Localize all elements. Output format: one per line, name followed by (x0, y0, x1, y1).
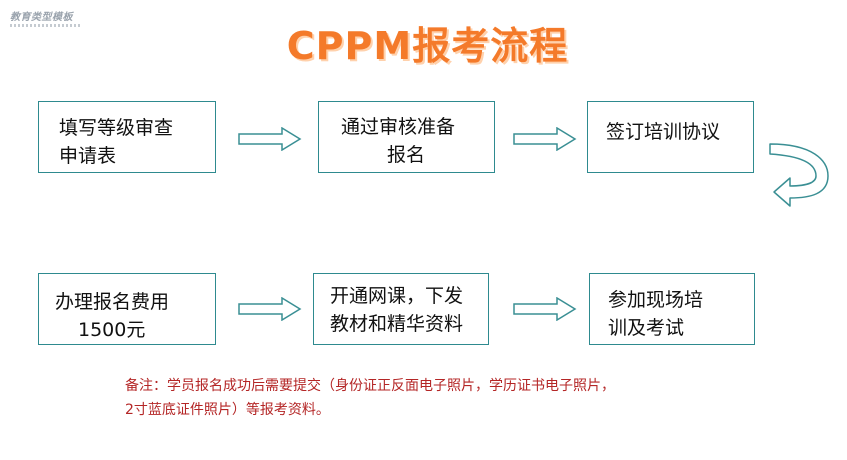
remark-note: 备注：学员报名成功后需要提交（身份证正反面电子照片，学历证书电子照片， 2寸蓝底… (125, 374, 765, 422)
step-box-2: 通过审核准备 报名 (318, 101, 495, 173)
step-6-line-2: 训及考试 (608, 317, 685, 339)
remark-line-2: 2寸蓝底证件照片）等报考资料。 (125, 402, 330, 418)
step-2-line-2: 报名 (387, 144, 426, 166)
step-4-line-2: 1500元 (78, 319, 146, 341)
watermark-subline (10, 24, 80, 27)
step-3-line-1: 签订培训协议 (606, 121, 721, 143)
step-1-line-2: 申请表 (59, 145, 117, 167)
step-2-line-1: 通过审核准备 (341, 116, 456, 138)
step-box-6: 参加现场培 训及考试 (589, 273, 755, 345)
page-title: CPPM报考流程 (286, 24, 569, 68)
arrow-right-icon (513, 127, 577, 151)
watermark-logo: 教育类型模板 (10, 8, 82, 30)
step-box-4: 办理报名费用 1500元 (38, 273, 216, 345)
step-1-line-1: 填写等级审查 (59, 117, 174, 139)
step-5-line-1: 开通网课，下发 (330, 285, 464, 307)
step-6-line-1: 参加现场培 (608, 289, 704, 311)
arrow-right-icon (513, 297, 577, 321)
step-box-3: 签订培训协议 (587, 101, 754, 173)
step-box-1: 填写等级审查 申请表 (38, 101, 216, 173)
u-turn-arrow-icon (769, 143, 829, 207)
step-box-5: 开通网课，下发 教材和精华资料 (313, 273, 489, 345)
watermark-text: 教育类型模板 (10, 12, 73, 23)
remark-line-1: 备注：学员报名成功后需要提交（身份证正反面电子照片，学历证书电子照片， (125, 378, 615, 394)
arrow-right-icon (238, 127, 302, 151)
step-4-line-1: 办理报名费用 (55, 291, 170, 313)
step-5-line-2: 教材和精华资料 (330, 313, 464, 335)
arrow-right-icon (238, 297, 302, 321)
